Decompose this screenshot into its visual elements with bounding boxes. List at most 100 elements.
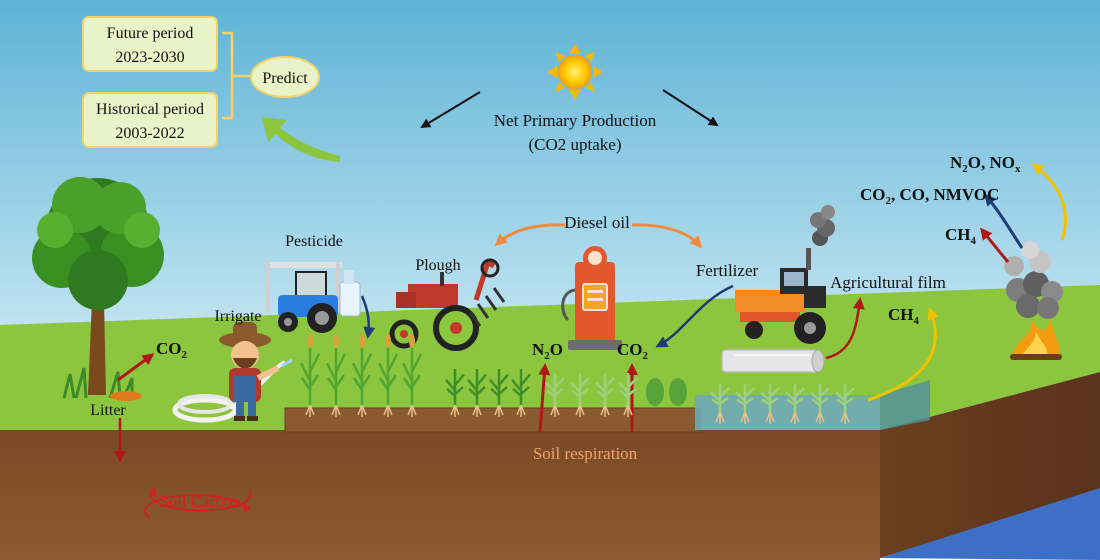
irrigate-label: Irrigate xyxy=(214,308,261,325)
paddy-ch4-label: CH4 xyxy=(888,305,920,327)
crop-plant xyxy=(735,384,755,412)
diesel-oil-label: Diesel oil xyxy=(564,213,630,232)
historical-period-box: Historical period 2003-2022 xyxy=(82,92,218,148)
npp-arrow-right xyxy=(662,89,719,127)
leafy-vegetable xyxy=(646,378,664,406)
npp-line2: (CO2 uptake) xyxy=(528,135,621,154)
fertilizer-tractor-icon xyxy=(735,248,826,344)
burn-ch4-arrow xyxy=(980,227,1010,263)
crops-icon xyxy=(299,334,855,424)
crop-plant xyxy=(401,345,423,405)
future-period-box: Future period 2023-2030 xyxy=(82,16,218,72)
plough-label: Plough xyxy=(415,257,460,274)
historical-period-label: Historical period xyxy=(96,101,204,118)
farmer-icon xyxy=(172,322,293,423)
pesticide-arrow xyxy=(360,295,376,339)
diesel-arrow-right xyxy=(631,223,702,249)
fertilizer-arrow xyxy=(655,284,734,348)
crop-root xyxy=(472,404,482,417)
soil-side xyxy=(880,372,1100,558)
crop-root xyxy=(516,404,526,417)
crop-root xyxy=(383,404,393,417)
film-arrow xyxy=(825,297,865,360)
historical-period-range: 2003-2022 xyxy=(115,125,184,142)
film-roll-icon xyxy=(721,349,825,373)
pesticide-label: Pesticide xyxy=(285,233,343,250)
crop-root xyxy=(715,411,725,424)
burn-ch4-label: CH4 xyxy=(945,225,977,247)
crop-plant xyxy=(810,384,830,412)
crop-grain xyxy=(359,334,365,348)
crop-plant xyxy=(710,384,730,412)
litter-label: Litter xyxy=(90,402,126,419)
crop-plant xyxy=(445,369,465,405)
crop-grain xyxy=(385,334,391,348)
burn-smoke-icon xyxy=(1004,241,1063,319)
crop-root xyxy=(600,404,610,417)
future-period-label: Future period xyxy=(107,25,194,42)
crop-root xyxy=(575,404,585,417)
plough-tractor-icon xyxy=(389,258,506,351)
crop-root xyxy=(550,404,560,417)
soil-respiration-label: Soil respiration xyxy=(533,444,638,463)
crop-plant xyxy=(545,373,565,405)
burn-nox-arrow xyxy=(1031,163,1067,241)
crop-root xyxy=(790,411,800,424)
burn-co2-group-label: CO2, CO, NMVOC xyxy=(860,185,999,207)
crop-plant xyxy=(760,384,780,412)
tractor-sprayer-icon xyxy=(266,262,361,333)
smoke-icon xyxy=(810,205,835,246)
crop-grain xyxy=(307,334,313,348)
crop-grain xyxy=(409,334,415,348)
soil-carbon-label: Soil Carbon xyxy=(159,492,241,511)
burn-co2-arrow xyxy=(984,193,1024,249)
crop-root xyxy=(840,411,850,424)
diesel-arrow-left xyxy=(494,223,566,247)
fuel-pump-icon xyxy=(561,246,622,350)
soil-carbon-cycle: Soil Carbon xyxy=(144,487,252,519)
crop-root xyxy=(815,411,825,424)
predict-bubble: Predict xyxy=(250,56,320,98)
soil-co2-label: CO2 xyxy=(617,340,649,362)
tree-icon xyxy=(32,177,164,401)
paddy-ch4-arrow xyxy=(867,307,939,402)
soil-front xyxy=(0,430,880,560)
fertilizer-label: Fertilizer xyxy=(696,261,759,280)
water-corner xyxy=(880,488,1100,560)
crop-root xyxy=(765,411,775,424)
agricultural-film-label: Agricultural film xyxy=(830,273,946,292)
crop-grain xyxy=(333,334,339,348)
predict-label: Predict xyxy=(262,70,308,87)
crop-plant xyxy=(325,345,347,405)
crop-root xyxy=(357,404,367,417)
future-period-range: 2023-2030 xyxy=(115,49,184,66)
tilled-field xyxy=(284,407,701,433)
crop-plant xyxy=(835,384,855,412)
npp-arrow-left xyxy=(420,91,481,129)
tree-co2-arrow xyxy=(117,353,155,382)
crop-root xyxy=(331,404,341,417)
crop-root xyxy=(740,411,750,424)
crop-root xyxy=(623,404,633,417)
grass-surface xyxy=(0,285,1100,430)
crop-plant xyxy=(595,373,615,405)
npp-line1: Net Primary Production xyxy=(494,111,657,130)
paddy-water-side xyxy=(880,380,930,430)
crop-root xyxy=(450,404,460,417)
n2o-label: N2O xyxy=(532,340,563,362)
crop-root xyxy=(305,404,315,417)
leafy-vegetable xyxy=(669,378,687,406)
crop-root xyxy=(494,404,504,417)
burn-nox-label: N2O, NOx xyxy=(950,153,1021,175)
sun-icon xyxy=(547,44,603,100)
fire-icon xyxy=(1010,318,1062,360)
period-bracket xyxy=(222,31,250,120)
crop-plant xyxy=(467,369,487,405)
crop-root xyxy=(407,404,417,417)
crop-plant xyxy=(351,345,373,405)
crop-plant xyxy=(511,369,531,405)
crop-plant xyxy=(570,373,590,405)
n2o-arrow xyxy=(538,363,551,433)
